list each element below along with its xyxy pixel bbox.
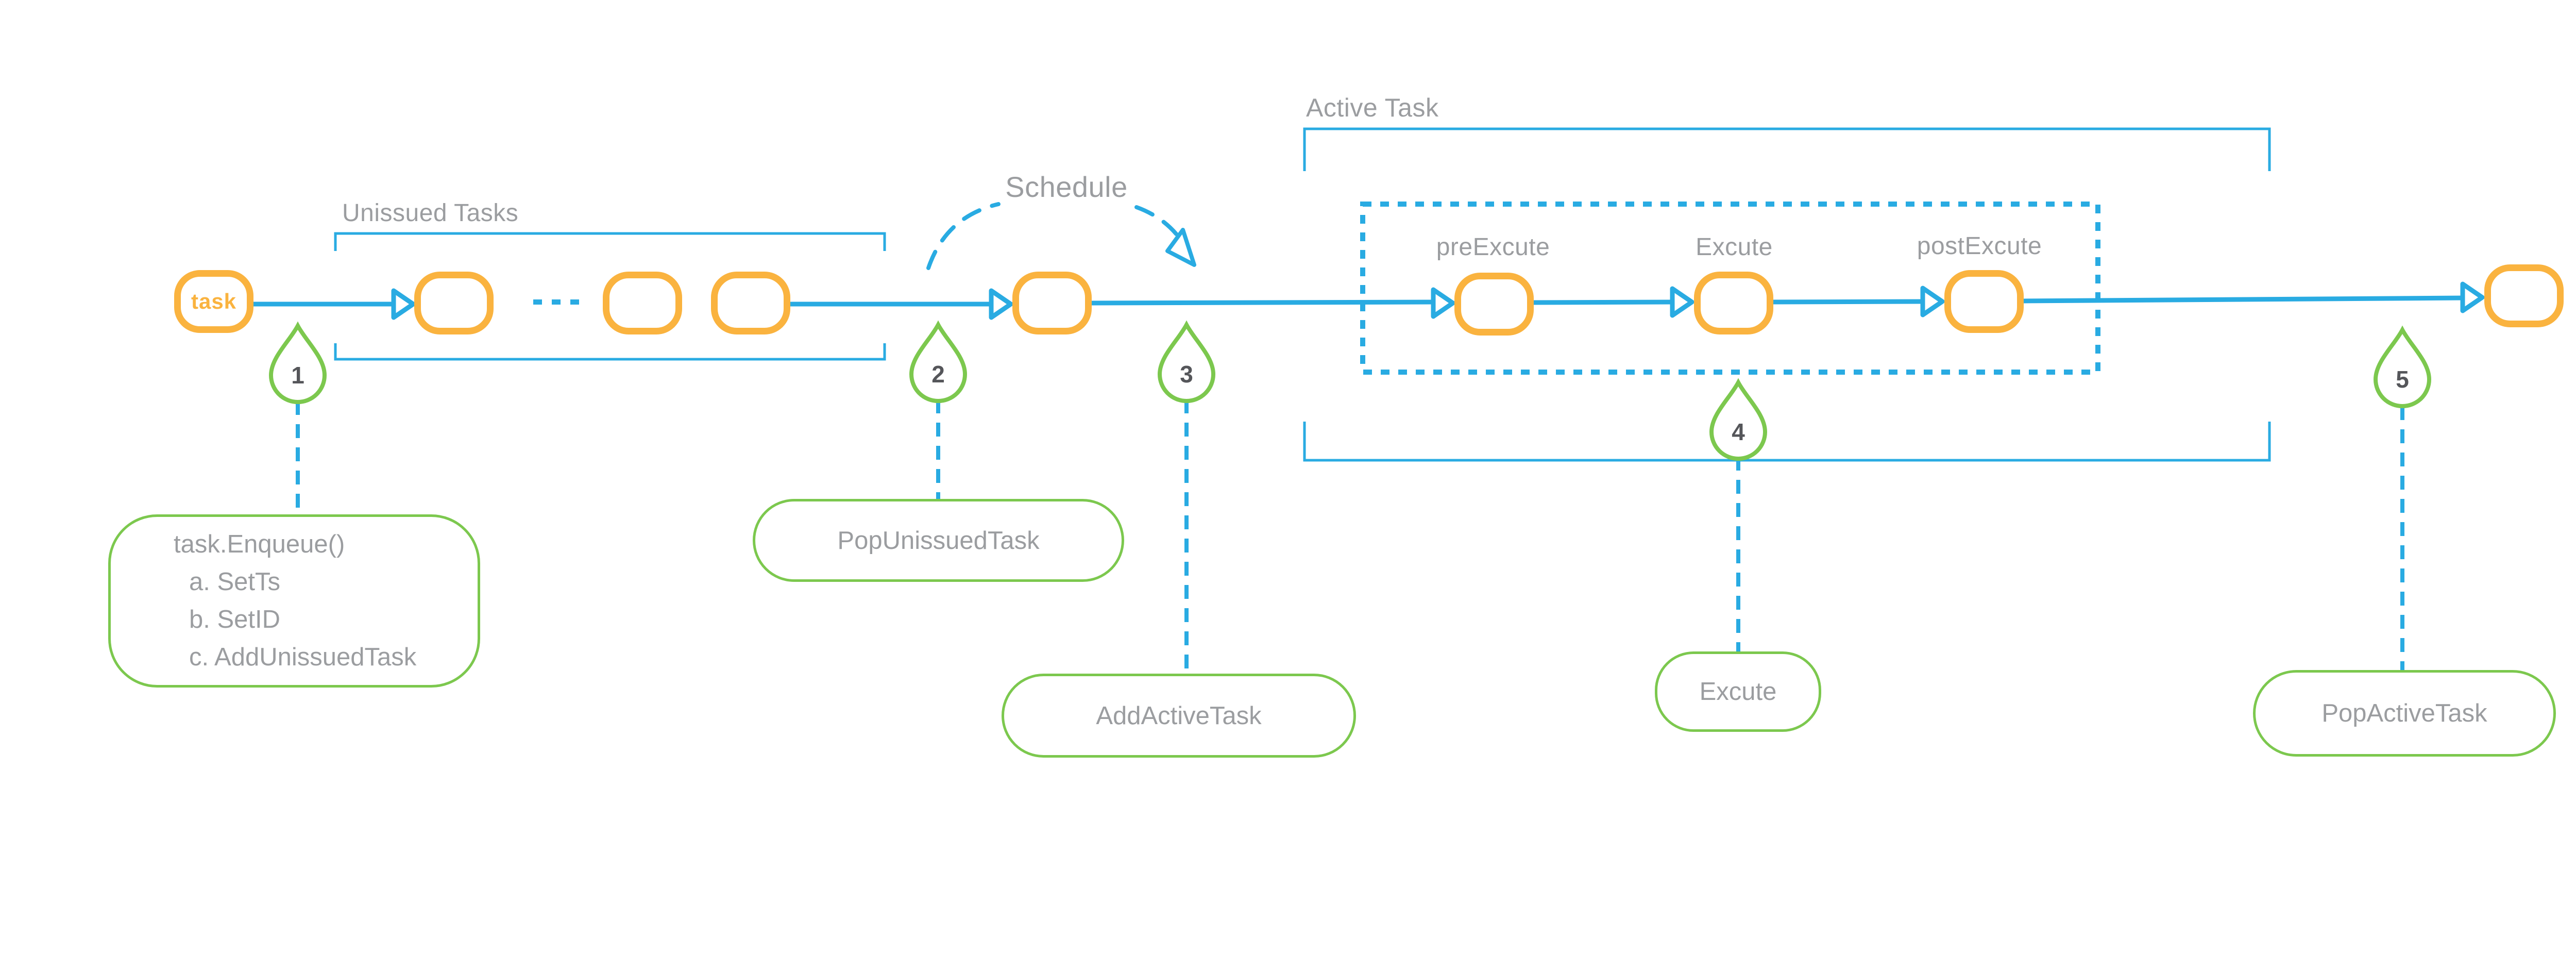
marker-3-number: 3 (1180, 361, 1193, 388)
marker-4-pin-icon (1709, 378, 1768, 461)
post-execute-node (1944, 270, 2024, 333)
arrowhead-into-done-icon (2460, 281, 2485, 313)
pre-execute-label: preExcute (1436, 233, 1550, 261)
arrowhead-into-execute-icon (1670, 286, 1694, 318)
callout-line: c. AddUnissuedTask (189, 643, 417, 671)
callout-line: task.Enqueue() (174, 530, 345, 558)
queue-node-3 (711, 272, 790, 334)
queue-node-1 (414, 272, 494, 334)
callout-pop-unissued-task: PopUnissuedTask (753, 499, 1124, 582)
marker-5-pin-icon (2373, 325, 2432, 408)
task-node-label: task (191, 289, 237, 313)
active-steps-dotted-box (1360, 202, 2100, 375)
marker-1-number: 1 (291, 362, 304, 389)
callout-pop-active-task: PopActiveTask (2253, 670, 2556, 757)
arrowhead-into-postexecute-icon (1920, 286, 1945, 317)
active-task-bottom-bracket (1303, 422, 2271, 462)
flow-line-postexecute-to-done (2022, 295, 2465, 304)
marker-5-number: 5 (2396, 366, 2409, 393)
callout-add-active-task: AddActiveTask (1002, 674, 1356, 758)
done-node (2484, 264, 2564, 327)
unissued-tasks-bottom-bracket (334, 343, 886, 361)
callout-line: Excute (1699, 678, 1777, 706)
scheduler-node (1012, 272, 1092, 334)
schedule-arc-left (926, 202, 1001, 270)
callout-line: PopUnissuedTask (837, 526, 1040, 555)
schedule-arc-arrowhead-icon (1165, 228, 1196, 267)
arrowhead-into-queue-icon (391, 288, 416, 320)
callout-line: a. SetTs (189, 568, 281, 596)
unissued-tasks-top-bracket (334, 232, 886, 251)
callout-line: AddActiveTask (1096, 701, 1262, 730)
flow-line-preexecute-to-execute (1532, 299, 1674, 305)
active-task-label: Active Task (1306, 93, 1439, 122)
callout-execute: Excute (1655, 651, 1821, 732)
schedule-label: Schedule (1005, 171, 1128, 203)
execute-node (1694, 272, 1773, 334)
marker-1-pin-icon (268, 321, 327, 404)
marker-3-pin-icon (1157, 320, 1216, 403)
flow-line-scheduler-to-preexecute (1091, 299, 1436, 306)
callout-task-enqueue: task.Enqueue() a. SetTs b. SetID c. AddU… (108, 514, 480, 688)
marker-2-pin-icon (909, 320, 968, 403)
marker-2-number: 2 (931, 361, 945, 388)
post-execute-label: postExcute (1917, 232, 2042, 260)
callout-line: PopActiveTask (2321, 699, 2487, 727)
execute-label: Excute (1696, 233, 1773, 261)
callout-line: b. SetID (189, 606, 281, 633)
queue-node-2 (603, 272, 682, 334)
active-task-top-bracket (1303, 127, 2271, 171)
queue-ellipsis-dots (533, 299, 579, 305)
arrowhead-into-scheduler-icon (989, 288, 1013, 320)
marker-4-number: 4 (1732, 418, 1745, 445)
task-node: task (174, 270, 253, 333)
arrowhead-into-preexecute-icon (1431, 287, 1455, 319)
pre-execute-node (1454, 273, 1534, 336)
unissued-tasks-label: Unissued Tasks (342, 199, 519, 227)
